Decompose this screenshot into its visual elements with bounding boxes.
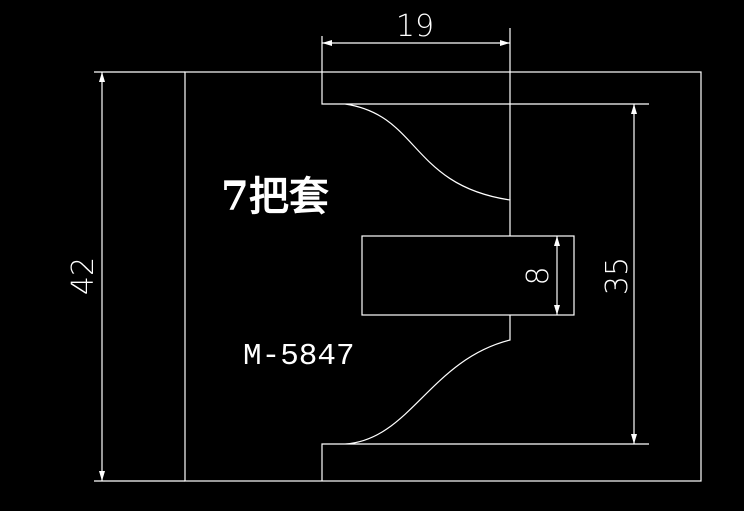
slot-outline (361, 235, 575, 316)
part-code: M-5847 (243, 339, 355, 374)
dimension-8-label: 8 (521, 266, 556, 285)
profile-outline (321, 36, 649, 481)
dimension-8: 8 (521, 236, 560, 315)
dimension-35: 35 (600, 104, 637, 444)
outer-block (184, 71, 702, 482)
dimension-19: 19 (322, 9, 511, 200)
dimension-42: 42 (66, 71, 185, 482)
part-label: 7把套 (221, 173, 329, 220)
dimension-19-label: 19 (396, 9, 434, 44)
dimension-35-label: 35 (600, 257, 635, 295)
dimension-42-label: 42 (66, 257, 101, 295)
